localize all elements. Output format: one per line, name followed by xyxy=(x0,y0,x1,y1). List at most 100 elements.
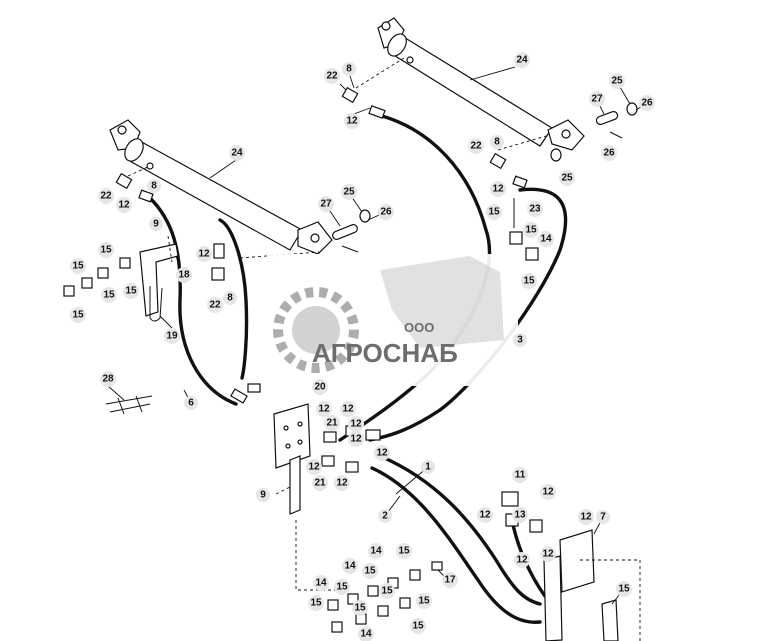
callout-23: 23 xyxy=(527,201,543,217)
callout-15: 15 xyxy=(98,242,114,258)
svg-text:15: 15 xyxy=(310,598,322,609)
callout-9: 9 xyxy=(256,488,270,502)
svg-text:26: 26 xyxy=(641,98,653,109)
svg-text:15: 15 xyxy=(398,546,410,557)
callout-12: 12 xyxy=(306,459,322,475)
svg-text:12: 12 xyxy=(198,249,210,260)
svg-text:25: 25 xyxy=(561,173,573,184)
callout-10: 15 xyxy=(616,581,632,597)
callout-15: 15 xyxy=(416,593,432,609)
svg-text:14: 14 xyxy=(344,561,356,572)
svg-text:12: 12 xyxy=(346,116,358,127)
callout-25: 25 xyxy=(341,184,357,200)
svg-text:14: 14 xyxy=(360,629,372,640)
svg-text:19: 19 xyxy=(166,331,178,342)
callout-26: 26 xyxy=(378,204,394,220)
svg-text:12: 12 xyxy=(342,404,354,415)
callout-13: 13 xyxy=(512,507,528,523)
callout-12: 12 xyxy=(334,475,350,491)
svg-text:22: 22 xyxy=(326,71,338,82)
callout-15: 15 xyxy=(379,583,395,599)
callout-15: 15 xyxy=(334,579,350,595)
callout-15: 15 xyxy=(362,563,378,579)
callout-21: 21 xyxy=(324,415,340,431)
callout-15: 15 xyxy=(523,222,539,238)
callout-8: 8 xyxy=(342,62,356,76)
svg-text:14: 14 xyxy=(315,578,327,589)
callout-12: 12 xyxy=(316,401,332,417)
callout-3: 3 xyxy=(513,333,527,347)
callout-15: 15 xyxy=(123,283,139,299)
mounting-bracket-right xyxy=(543,529,619,641)
assembly-dash-lines xyxy=(127,57,641,641)
callout-14: 15 xyxy=(410,618,426,634)
svg-text:12: 12 xyxy=(479,510,491,521)
svg-text:15: 15 xyxy=(100,245,112,256)
svg-text:15: 15 xyxy=(412,621,424,632)
svg-text:13: 13 xyxy=(514,510,526,521)
svg-text:15: 15 xyxy=(125,286,137,297)
svg-text:12: 12 xyxy=(376,448,388,459)
svg-text:15: 15 xyxy=(381,586,393,597)
svg-text:24: 24 xyxy=(516,55,528,66)
upper-right-cylinder xyxy=(377,17,585,151)
svg-text:15: 15 xyxy=(364,566,376,577)
callout-27: 27 xyxy=(589,91,605,107)
callout-12: 12 xyxy=(196,246,212,262)
svg-text:15: 15 xyxy=(103,290,115,301)
svg-text:28: 28 xyxy=(102,374,114,385)
svg-text:12: 12 xyxy=(516,555,528,566)
svg-text:21: 21 xyxy=(314,478,326,489)
svg-text:12: 12 xyxy=(336,478,348,489)
callout-1: 1 xyxy=(421,460,435,474)
callout-8: 8 xyxy=(147,179,161,193)
svg-text:14: 14 xyxy=(540,234,552,245)
svg-text:22: 22 xyxy=(100,191,112,202)
svg-text:12: 12 xyxy=(542,487,554,498)
svg-text:17: 17 xyxy=(444,575,456,586)
svg-text:12: 12 xyxy=(542,549,554,560)
callout-15: 15 xyxy=(396,543,412,559)
svg-text:12: 12 xyxy=(580,512,592,523)
mounting-bracket-left xyxy=(139,243,179,322)
svg-text:22: 22 xyxy=(470,141,482,152)
pin-and-washer-set-left xyxy=(332,209,371,253)
callout-12: 12 xyxy=(514,552,530,568)
callout-9: 9 xyxy=(149,217,163,231)
mounting-bracket-center xyxy=(273,403,311,515)
callouts: 24 22 8 12 25 26 27 22 8 25 26 12 15 23 … xyxy=(70,52,655,641)
svg-text:15: 15 xyxy=(336,582,348,593)
svg-text:8: 8 xyxy=(227,293,233,304)
callout-12: 12 xyxy=(344,113,360,129)
svg-text:27: 27 xyxy=(320,199,332,210)
callout-11: 11 xyxy=(512,467,528,483)
svg-text:15: 15 xyxy=(72,310,84,321)
svg-text:12: 12 xyxy=(318,404,330,415)
callout-12: 12 xyxy=(348,431,364,447)
svg-text:8: 8 xyxy=(494,137,500,148)
callout-12: 12 xyxy=(374,445,390,461)
upper-left-cylinder xyxy=(109,119,333,255)
callout-12: 12 xyxy=(490,181,506,197)
svg-text:25: 25 xyxy=(343,187,355,198)
svg-text:15: 15 xyxy=(418,596,430,607)
callout-25: 25 xyxy=(609,73,625,89)
callout-26: 26 xyxy=(601,145,617,161)
svg-text:15: 15 xyxy=(525,225,537,236)
clip-part-28 xyxy=(105,395,153,415)
svg-text:15: 15 xyxy=(618,584,630,595)
svg-text:2: 2 xyxy=(382,511,388,522)
svg-text:15: 15 xyxy=(523,276,535,287)
callout-12: 12 xyxy=(540,484,556,500)
callout-12: 12 xyxy=(540,546,556,562)
svg-text:26: 26 xyxy=(380,207,392,218)
svg-text:7: 7 xyxy=(600,512,606,523)
svg-text:6: 6 xyxy=(188,398,194,409)
watermark-company-name: АГРОСНАБ xyxy=(312,338,458,368)
callout-19: 19 xyxy=(164,328,180,344)
svg-text:1: 1 xyxy=(425,462,431,473)
svg-text:26: 26 xyxy=(603,148,615,159)
callout-7: 7 xyxy=(596,510,610,524)
callout-22: 22 xyxy=(207,297,223,313)
